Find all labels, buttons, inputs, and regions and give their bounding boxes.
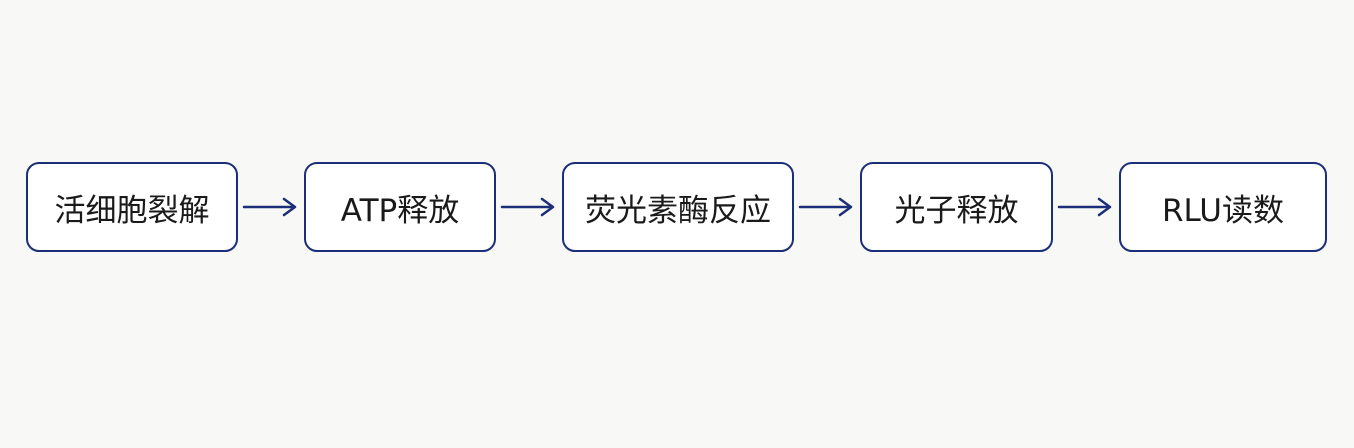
step-label: 光子释放 <box>894 192 1019 229</box>
arrow-1-to-2 <box>242 197 297 217</box>
step-box-cell-lysis: 活细胞裂解 <box>26 162 238 252</box>
step-box-rlu-readout: RLU读数 <box>1119 162 1327 252</box>
step-label: 活细胞裂解 <box>54 192 210 229</box>
step-box-atp-release: ATP释放 <box>304 162 496 252</box>
step-label: 荧光素酶反应 <box>585 192 771 229</box>
step-box-luciferase-reaction: 荧光素酶反应 <box>562 162 794 252</box>
step-box-photon-release: 光子释放 <box>860 162 1053 252</box>
arrow-3-to-4 <box>798 197 853 217</box>
step-label: RLU读数 <box>1162 192 1284 229</box>
arrow-2-to-3 <box>500 197 555 217</box>
step-label: ATP释放 <box>340 192 460 229</box>
arrow-4-to-5 <box>1057 197 1112 217</box>
